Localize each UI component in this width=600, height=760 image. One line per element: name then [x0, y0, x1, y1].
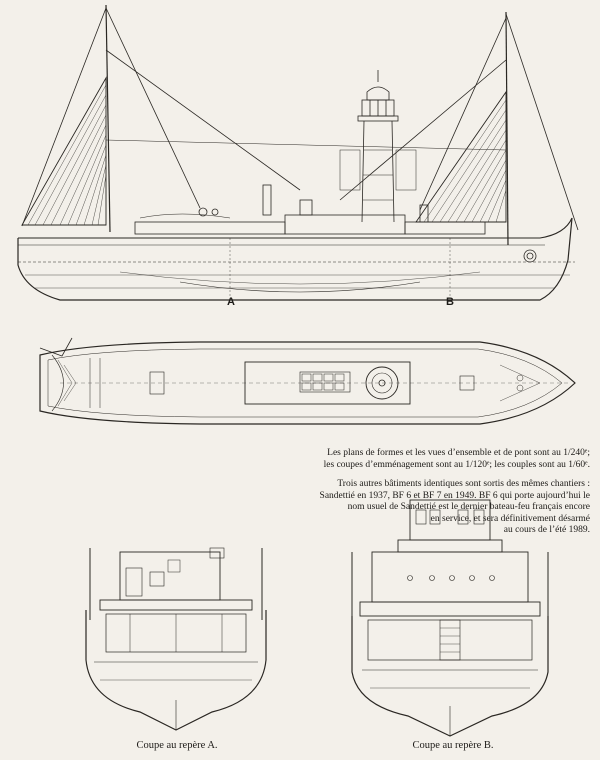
- side-elevation: [17, 4, 579, 301]
- section-a-marker: A: [227, 296, 235, 308]
- caption-line: en service, et sera définitivement désar…: [430, 513, 590, 524]
- section-b-drawing: [351, 499, 549, 737]
- deck-plan: [39, 337, 576, 425]
- caption-line: au cours de l’été 1989.: [503, 525, 590, 535]
- section-a-caption: Coupe au repère A.: [136, 740, 218, 751]
- caption-line: Les plans de formes et les vues d’ensemb…: [327, 448, 590, 458]
- aft-sail: [21, 76, 107, 226]
- caption-line: nom usuel de Sandettié est le dernier ba…: [347, 502, 590, 512]
- caption-block: Les plans de formes et les vues d’ensemb…: [230, 448, 590, 545]
- caption-line: Trois autres bâtiments identiques sont s…: [337, 479, 590, 489]
- lantern-tower: [339, 70, 417, 223]
- deck-hatch-grid: [301, 373, 345, 391]
- superstructure: [134, 184, 486, 235]
- caption-line: les coupes d’emménagement sont au 1/120ᵉ…: [323, 459, 590, 470]
- section-a-drawing: [85, 547, 267, 731]
- fore-sail: [415, 90, 507, 223]
- caption-history-note: Trois autres bâtiments identiques sont s…: [230, 479, 590, 537]
- hull: [17, 217, 575, 301]
- caption-scale-note: Les plans de formes et les vues d’ensemb…: [230, 448, 590, 471]
- section-b-caption: Coupe au repère B.: [412, 740, 494, 751]
- section-b-marker: B: [446, 296, 454, 308]
- caption-line: Sandettié en 1937, BF 6 et BF 7 en 1949.…: [319, 490, 590, 501]
